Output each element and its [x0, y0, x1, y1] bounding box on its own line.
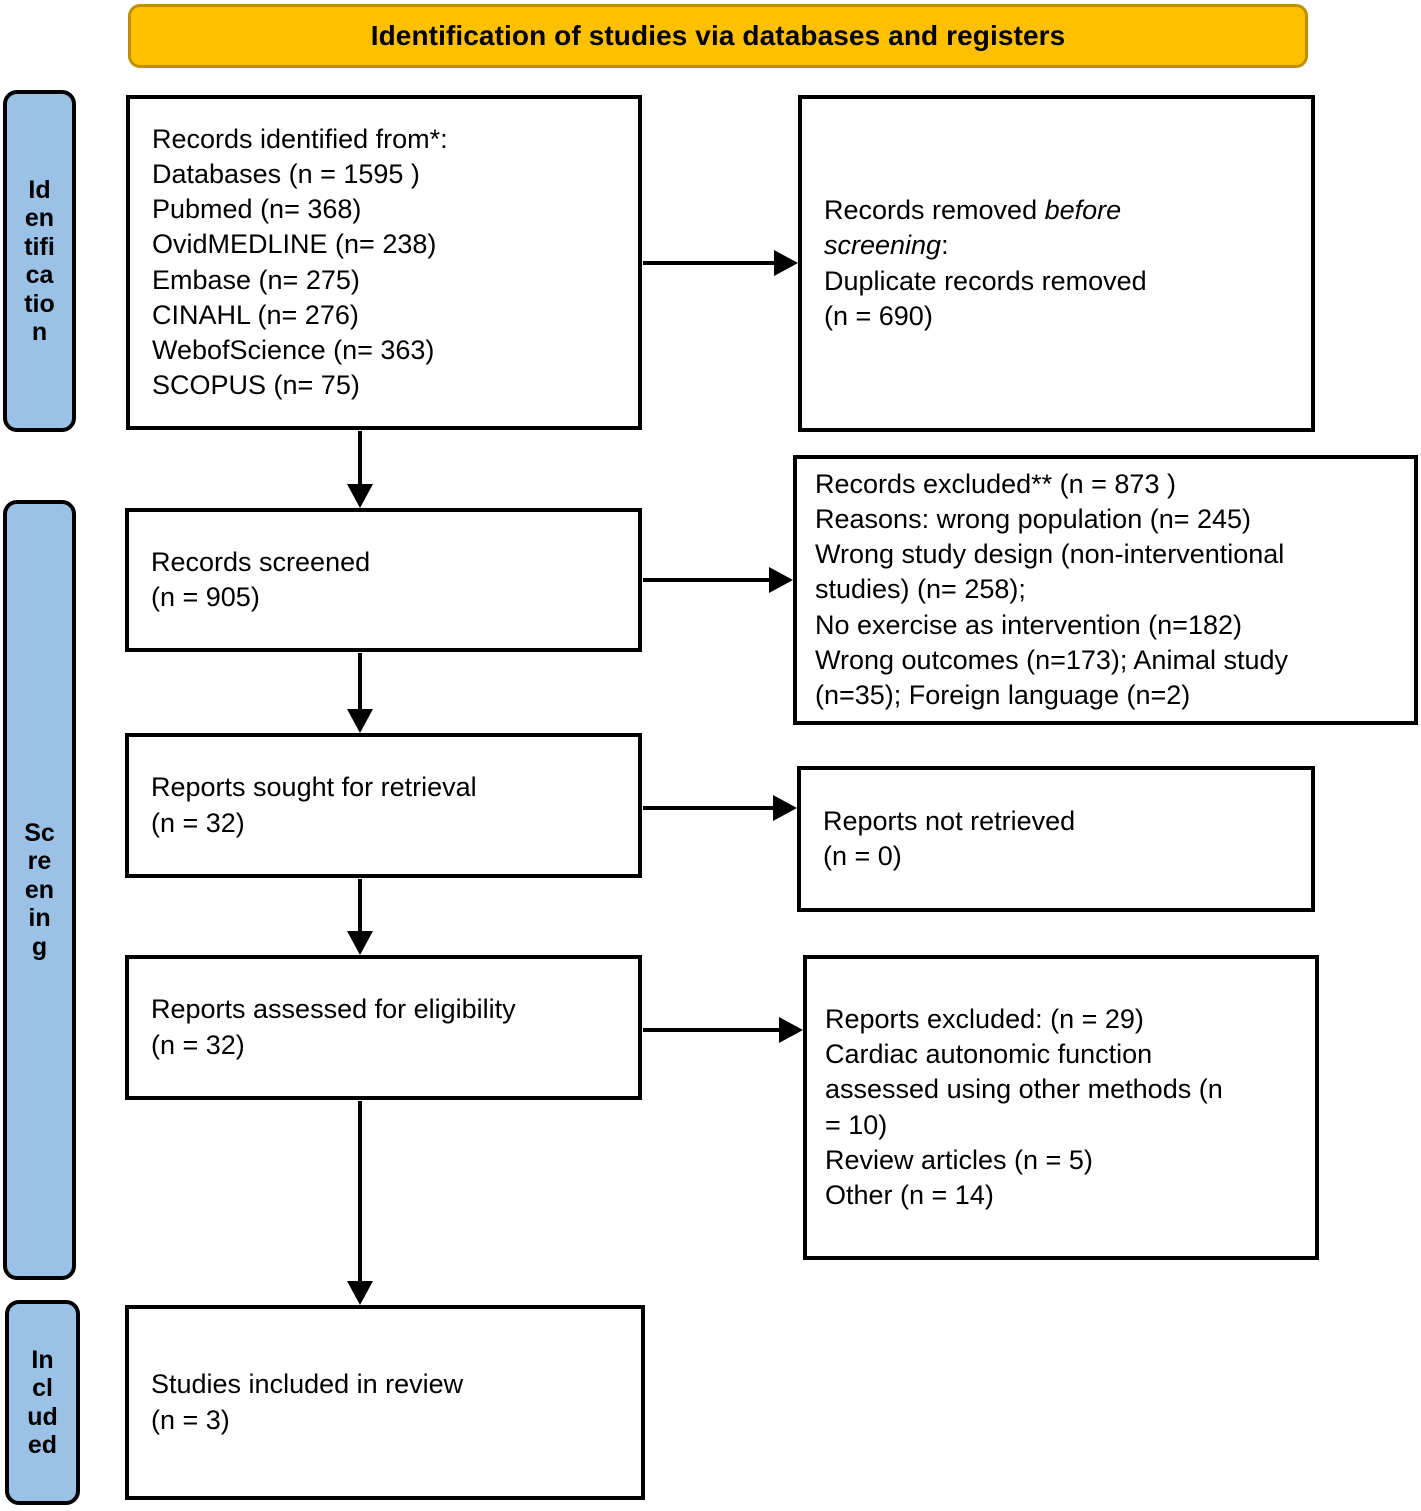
diagram-header-banner: Identification of studies via databases … [128, 4, 1308, 68]
box-reports-sought-for-retrieval: Reports sought for retrieval (n = 32) [125, 733, 642, 878]
box-reports-excluded: Reports excluded: (n = 29) Cardiac auton… [803, 955, 1319, 1260]
box-reports-assessed-text: Reports assessed for eligibility (n = 32… [151, 994, 516, 1060]
removed-line-2: : Duplicate records removed (n = 690) [824, 230, 1147, 331]
box-records-screened: Records screened (n = 905) [125, 508, 642, 652]
arrowhead-identified-to-removed [774, 250, 798, 276]
box-records-excluded: Records excluded** (n = 873 ) Reasons: w… [793, 455, 1418, 725]
removed-line-1: Records removed [824, 195, 1045, 226]
arrowhead-sought-to-not-retrieved [773, 795, 797, 821]
arrowhead-assessed-to-included [347, 1281, 373, 1305]
box-reports-not-retrieved-text: Reports not retrieved (n = 0) [823, 805, 1076, 871]
stage-band-screening: Sc re en in g [3, 500, 76, 1280]
box-records-removed-before-screening: Records removed before screening: Duplica… [798, 95, 1315, 432]
arrowhead-assessed-to-reports-excluded [779, 1017, 803, 1043]
box-studies-included-text: Studies included in review (n = 3) [151, 1369, 464, 1435]
box-reports-sought-text: Reports sought for retrieval (n = 32) [151, 772, 477, 838]
box-records-excluded-text: Records excluded** (n = 873 ) Reasons: w… [815, 469, 1288, 710]
arrowhead-screened-to-sought [347, 709, 373, 733]
removed-italic-before: before [1044, 195, 1122, 226]
arrowhead-sought-to-assessed [347, 931, 373, 955]
box-records-screened-text: Records screened (n = 905) [151, 546, 371, 612]
box-records-removed-text: Records removed before screening: Duplica… [802, 193, 1311, 333]
box-records-identified-text: Records identified from*: Databases (n =… [152, 124, 448, 400]
stage-band-identification: Id en tifi ca tio n [3, 90, 76, 432]
removed-italic-screening: screening [824, 230, 942, 261]
box-reports-excluded-text: Reports excluded: (n = 29) Cardiac auton… [825, 1004, 1223, 1210]
box-studies-included-in-review: Studies included in review (n = 3) [125, 1305, 645, 1500]
box-reports-not-retrieved: Reports not retrieved (n = 0) [797, 766, 1315, 912]
stage-band-included: In cl ud ed [5, 1300, 80, 1505]
box-reports-assessed-for-eligibility: Reports assessed for eligibility (n = 32… [125, 955, 642, 1100]
arrowhead-screened-to-records-excluded [769, 567, 793, 593]
box-records-identified: Records identified from*: Databases (n =… [126, 95, 642, 430]
arrowhead-identified-to-screened [347, 484, 373, 508]
